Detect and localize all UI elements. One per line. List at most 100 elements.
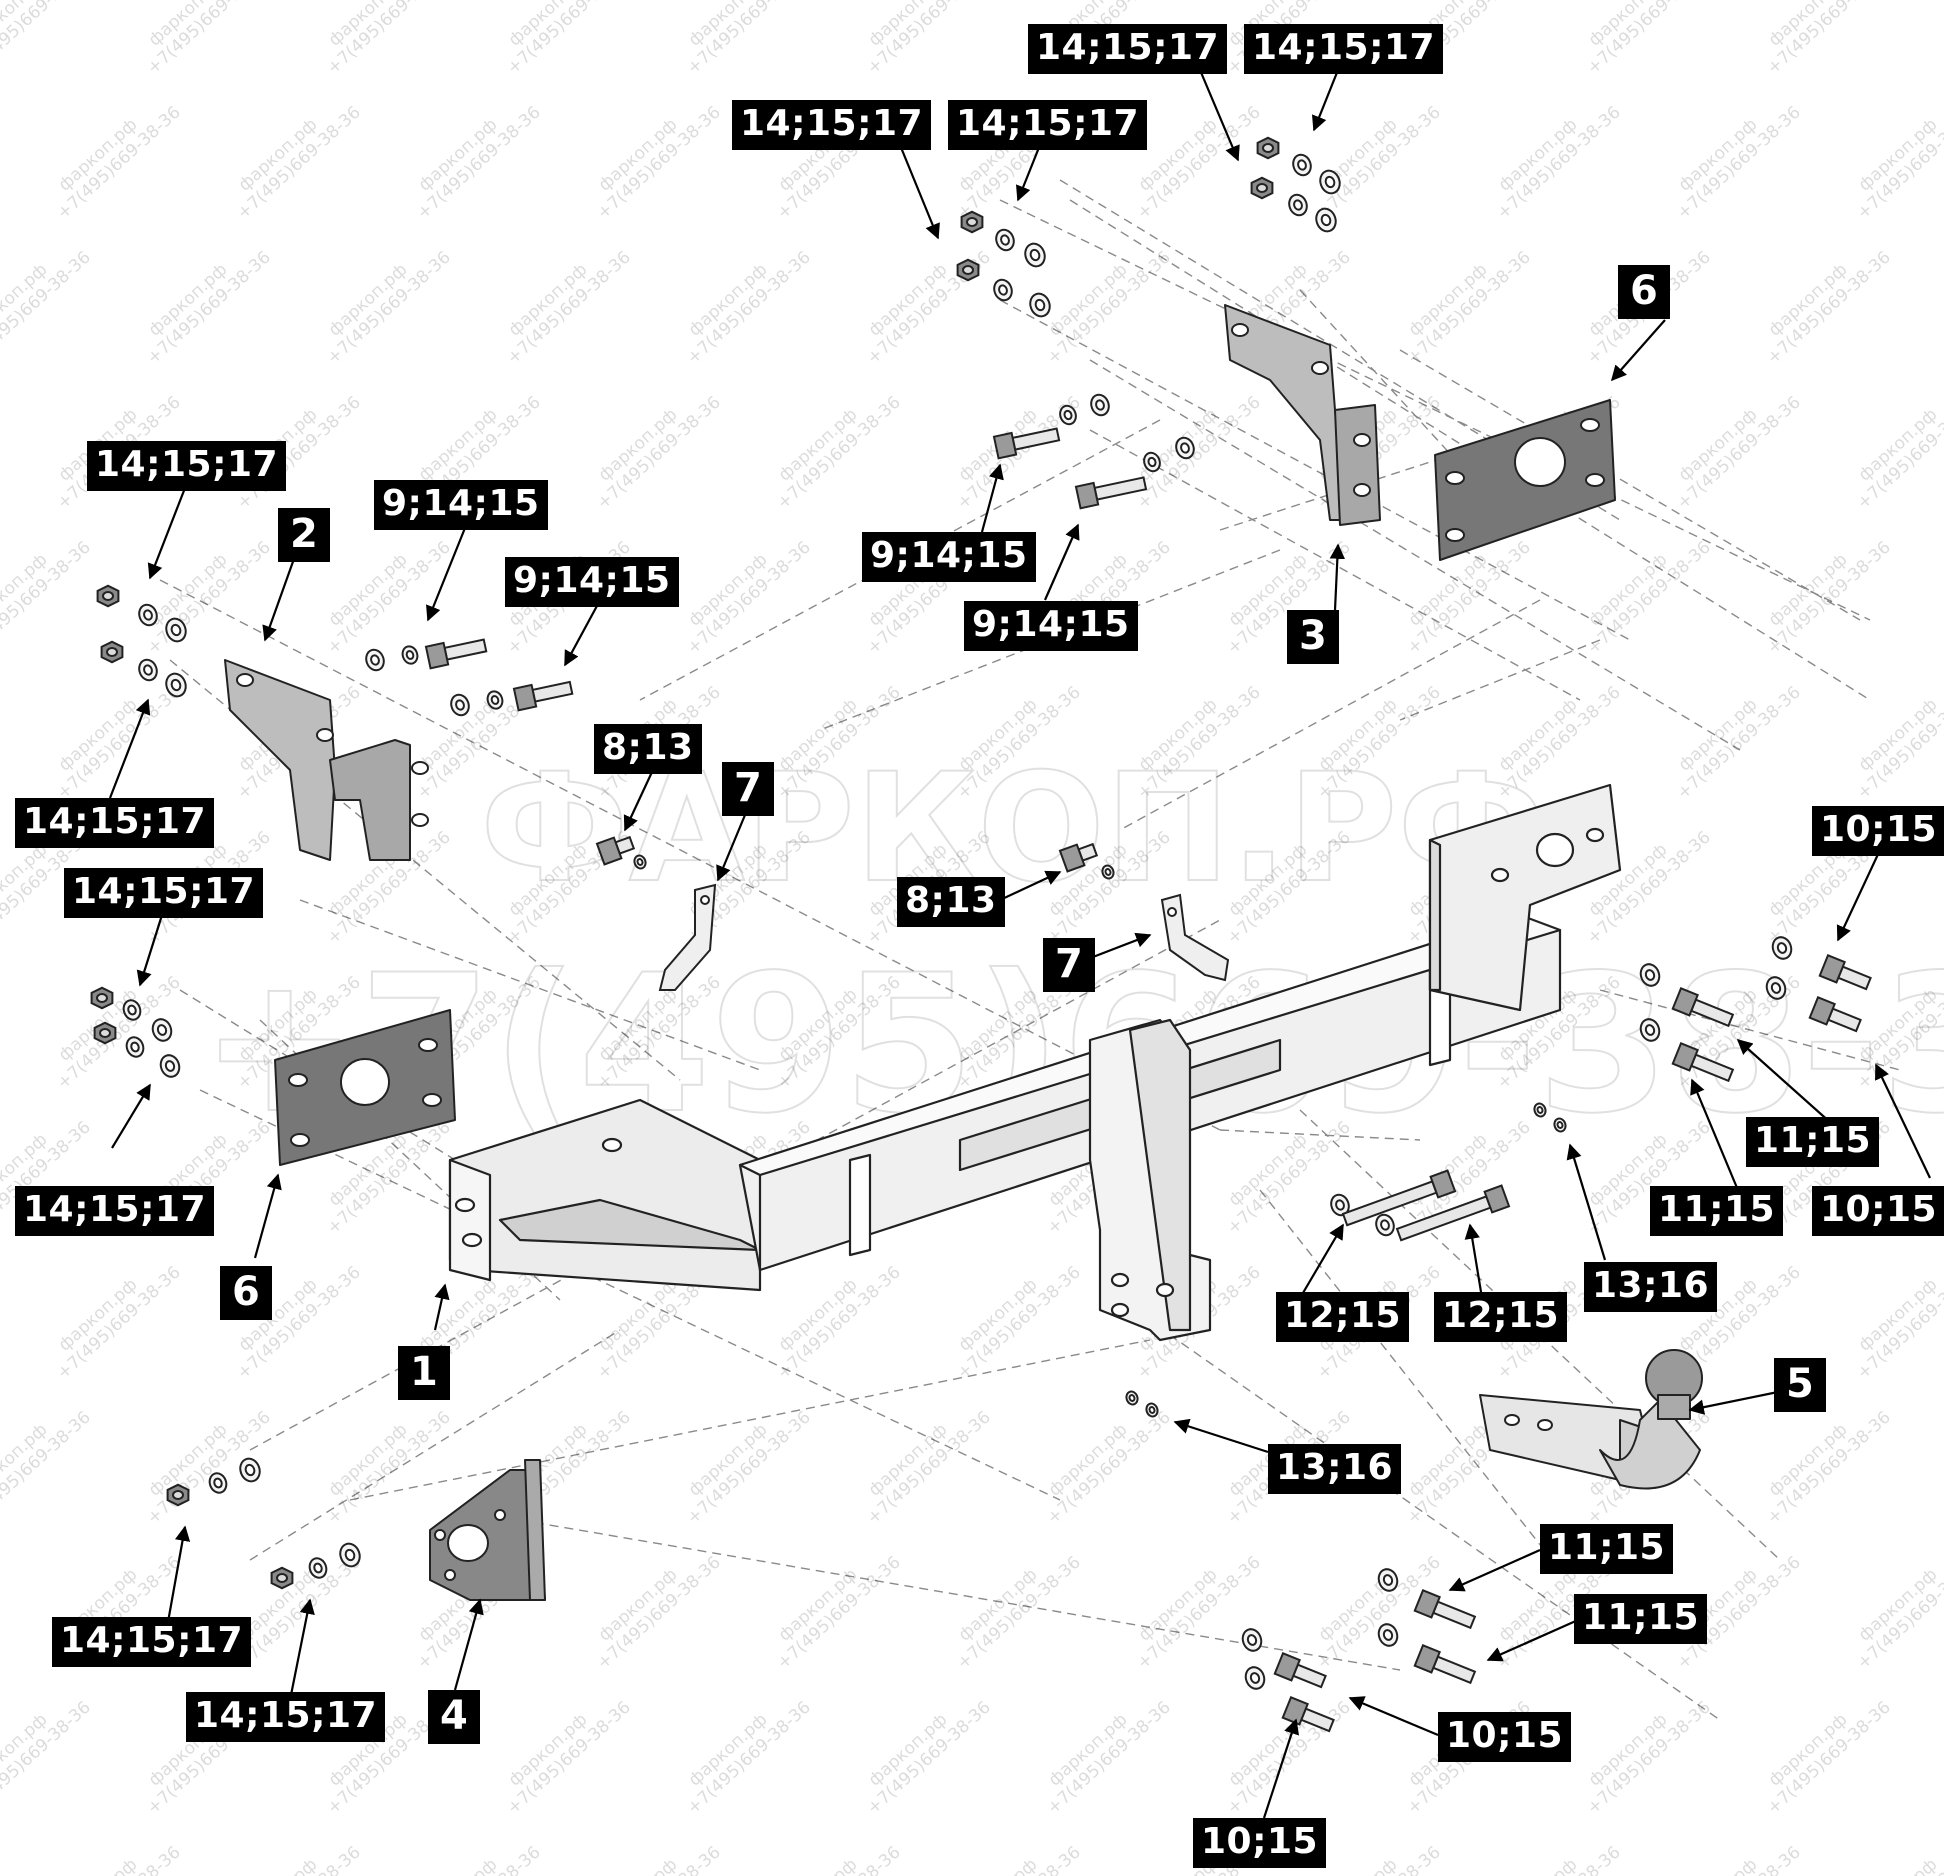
watermark-tile: фаркоп.рф+7(495)669-38-36 [760,1248,905,1384]
nut-hole [106,647,118,657]
washer-hole [1249,1672,1261,1684]
watermark-tile: фаркоп.рф+7(495)669-38-36 [1120,1538,1265,1674]
callout-label: 2 [278,508,331,562]
washer-hole [143,609,153,621]
watermark-tile: фаркоп.рф+7(495)669-38-36 [130,0,275,79]
watermark-tile: фаркоп.рф+7(495)669-38-36 [580,1538,725,1674]
main-frame-part-1 [448,783,1622,1342]
bolt-icon [1341,1169,1457,1227]
callout-label: 14;15;17 [15,1186,215,1236]
watermark-tile: фаркоп.рф+7(495)669-38-36 [0,523,95,659]
watermark-tile: фаркоп.рф+7(495)669-38-36 [1750,1393,1895,1529]
watermark-tile: фаркоп.рф+7(495)669-38-36 [490,233,635,369]
bolt-head [1808,996,1836,1026]
bolt-head [1413,1589,1441,1619]
watermark-tile: фаркоп.рф+7(495)669-38-36 [940,1538,1085,1674]
bracket-part-7-right [1160,893,1230,982]
bolt-icon [1818,954,1872,991]
washer-hole [1644,969,1656,981]
watermark-tile: фаркоп.рф+7(495)669-38-36 [1480,1828,1625,1876]
watermark-tile: фаркоп.рф+7(495)669-38-36 [1930,1393,1944,1529]
callout-label: 4 [428,1690,481,1744]
washer-hole [127,1004,137,1016]
bolt-icon [1273,1652,1327,1689]
nut-hole [1256,183,1268,193]
callout-label: 9;14;15 [505,557,679,607]
washer-hole [170,678,182,692]
callout-label: 14;15;17 [1244,24,1444,74]
washer-hole [1380,1219,1390,1231]
bolt-icon [512,680,574,712]
watermark-tile: фаркоп.рф+7(495)669-38-36 [760,1828,905,1876]
washer-hole [455,699,465,711]
callout-label: 7 [722,762,775,816]
washer-hole [1293,199,1303,211]
nut-hole [1262,143,1274,153]
washer-hole [1556,1121,1564,1129]
callout-label: 12;15 [1276,1292,1410,1342]
watermark-tile: фаркоп.рф+7(495)669-38-36 [1030,233,1175,369]
bolt-icon [595,835,636,866]
bolt-head [424,641,450,670]
watermark-tile: фаркоп.рф+7(495)669-38-36 [490,1683,635,1819]
callout-label: 9;14;15 [374,480,548,530]
watermark-tile: фаркоп.рф+7(495)669-38-36 [0,1393,95,1529]
bracket-part-7-left [658,883,717,991]
watermark-tile: фаркоп.рф+7(495)669-38-36 [1390,233,1535,369]
bolt-head [992,431,1018,460]
watermark-tile: фаркоп.рф+7(495)669-38-36 [130,233,275,369]
washer-hole [490,695,500,705]
washer-hole [1148,1406,1156,1414]
callout-label: 11;15 [1540,1524,1674,1574]
bolt-icon [424,638,488,670]
watermark-tile: фаркоп.рф+7(495)669-38-36 [850,0,995,79]
washer-hole [1776,942,1788,954]
washer-hole [1382,1574,1394,1586]
bolt-head [1413,1644,1441,1674]
bolt-head [1074,481,1100,510]
watermark-tile: фаркоп.рф+7(495)669-38-36 [1930,233,1944,369]
watermark-tile: фаркоп.рф+7(495)669-38-36 [0,1683,95,1819]
watermark-tile: фаркоп.рф+7(495)669-38-36 [1480,88,1625,224]
watermark-tile: фаркоп.рф+7(495)669-38-36 [1930,523,1944,659]
washer-hole [313,1562,323,1574]
washer-hole [170,623,182,637]
callout-label: 8;13 [594,724,702,774]
bolt-head [1818,954,1846,984]
watermark-tile: фаркоп.рф+7(495)669-38-36 [0,0,95,79]
plate-part-6-left [274,1009,456,1166]
watermark-tile: фаркоп.рф+7(495)669-38-36 [1660,1828,1805,1876]
washer-hole [1770,982,1782,994]
bolt-head [512,683,538,712]
watermark-tile: фаркоп.рф+7(495)669-38-36 [220,88,365,224]
watermark-tile: фаркоп.рф+7(495)669-38-36 [220,1828,365,1876]
bolt-icon [1671,1042,1735,1083]
bolt-head [1058,843,1086,873]
callout-label: 14;15;17 [52,1617,252,1667]
callout-label: 6 [220,1266,273,1320]
washer-hole [1029,248,1041,262]
bolt-head [1429,1169,1457,1199]
watermark-tile: фаркоп.рф+7(495)669-38-36 [1840,378,1944,514]
washer-hole [1320,213,1332,227]
bracket-part-3 [1224,304,1381,526]
washer-hole [1324,175,1336,189]
callout-label: 9;14;15 [862,532,1036,582]
washer-hole [998,284,1008,296]
watermark-tile: фаркоп.рф+7(495)669-38-36 [310,233,455,369]
callout-label: 1 [398,1346,451,1400]
washer-hole [1034,298,1046,312]
washer-hole [143,664,153,676]
washer-hole [1063,409,1073,421]
watermark-tile: фаркоп.рф+7(495)669-38-36 [400,88,545,224]
callout-label: 7 [1043,938,1096,992]
watermark-tile: фаркоп.рф+7(495)669-38-36 [580,378,725,514]
washer-hole [1536,1106,1544,1114]
watermark-tile: фаркоп.рф+7(495)669-38-36 [1660,378,1805,514]
watermark-tile: фаркоп.рф+7(495)669-38-36 [760,1538,905,1674]
washer-hole [213,1477,223,1489]
callout-label: 14;15;17 [948,100,1148,150]
watermark-tile: фаркоп.рф+7(495)669-38-36 [40,668,185,804]
watermark-tile: фаркоп.рф+7(495)669-38-36 [310,0,455,79]
socket-plate-part-4 [429,1459,546,1601]
